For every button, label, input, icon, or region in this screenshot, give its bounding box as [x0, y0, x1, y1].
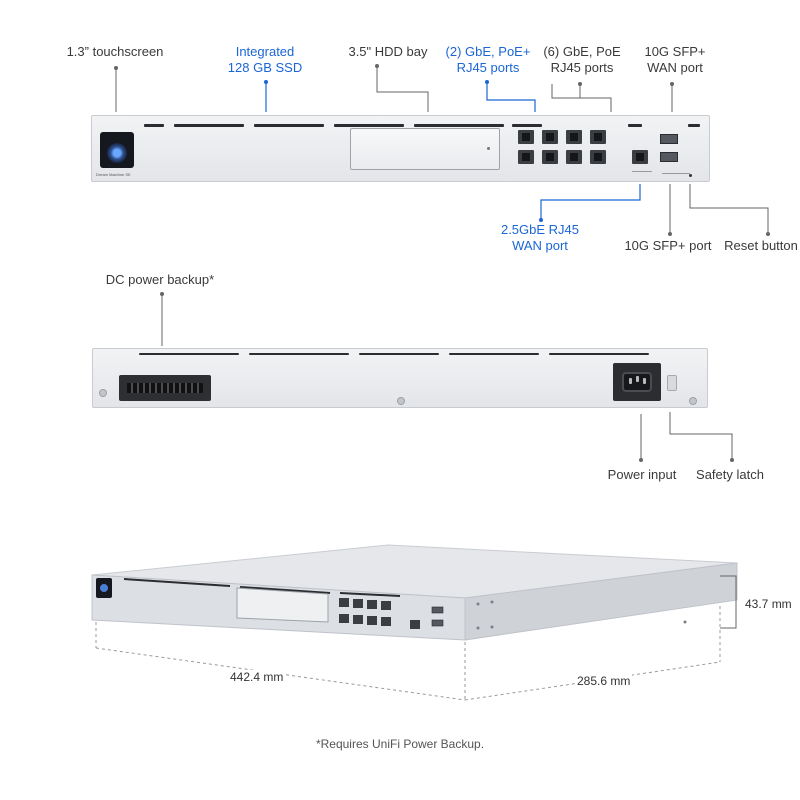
rj45-port: [381, 617, 391, 626]
label-wan-25gbe: 2.5GbE RJ45 WAN port: [500, 222, 580, 253]
label-sfp-wan-port: 10G SFP+ WAN port: [644, 44, 706, 75]
touchscreen-display[interactable]: [100, 132, 134, 168]
dimension-width: 442.4 mm: [228, 670, 286, 684]
power-input-module: [613, 363, 661, 401]
power-pin: [643, 378, 646, 384]
label-safety-latch: Safety latch: [696, 467, 764, 482]
sfp-wan-port: [660, 134, 678, 144]
hdd-bay-door: [236, 587, 329, 623]
power-pin: [636, 376, 639, 382]
front-vent: [334, 124, 404, 127]
rj45-port: [518, 130, 534, 144]
rj45-port: [381, 601, 391, 610]
rear-panel: [92, 348, 708, 408]
reset-button[interactable]: [689, 174, 692, 177]
label-touchscreen: 1.3” touchscreen: [66, 44, 164, 59]
front-vent: [512, 124, 542, 127]
front-vent: [144, 124, 164, 127]
rear-vent: [359, 353, 439, 355]
sfp-port: [660, 152, 678, 162]
sfp-wan-port: [431, 606, 444, 614]
rj45-port: [367, 600, 377, 609]
rear-vent: [139, 353, 239, 355]
device-right-face: [464, 562, 738, 641]
rj45-port: [353, 599, 363, 608]
device-brand-label: Dream Machine SE: [96, 172, 131, 177]
rj45-port: [339, 614, 349, 623]
front-vent: [174, 124, 244, 127]
screen-logo-icon: [100, 584, 108, 592]
wan-25gbe-port: [632, 150, 648, 164]
screw-icon: [397, 397, 405, 405]
safety-latch[interactable]: [667, 375, 677, 391]
rj45-port: [590, 150, 606, 164]
front-vent: [628, 124, 642, 127]
screen-logo-icon: [107, 143, 127, 163]
dimension-height: 43.7 mm: [745, 597, 792, 611]
label-ssd: Integrated 128 GB SSD: [227, 44, 303, 75]
sfp-port: [431, 619, 444, 627]
sfp-port-marker: [662, 173, 690, 174]
footnote: *Requires UniFi Power Backup.: [315, 737, 485, 751]
wan-25gbe-port: [410, 620, 420, 629]
label-dc-power-backup: DC power backup*: [105, 272, 215, 287]
front-vent: [688, 124, 700, 127]
label-hdd-bay: 3.5" HDD bay: [348, 44, 428, 59]
rj45-port: [367, 616, 377, 625]
front-vent: [254, 124, 324, 127]
dc-connector-pins: [127, 383, 203, 393]
dimension-depth: 285.6 mm: [575, 674, 633, 688]
dc-power-connector: [119, 375, 211, 401]
rj45-port: [353, 615, 363, 624]
power-pin: [629, 378, 632, 384]
label-reset-button: Reset button: [724, 238, 798, 253]
screw-icon: [99, 389, 107, 397]
rj45-port: [590, 130, 606, 144]
rj45-port: [339, 598, 349, 607]
label-gbe-ports: (6) GbE, PoE RJ45 ports: [543, 44, 621, 75]
rj45-port: [566, 150, 582, 164]
wan-port-marker: [632, 171, 652, 172]
power-socket: [622, 372, 652, 392]
rear-vent: [449, 353, 539, 355]
label-poe-ports: (2) GbE, PoE+ RJ45 ports: [445, 44, 531, 75]
rj45-port: [518, 150, 534, 164]
rear-vent: [249, 353, 349, 355]
rear-vent: [549, 353, 649, 355]
rj45-port: [542, 150, 558, 164]
rj45-port: [542, 130, 558, 144]
label-sfp-port: 10G SFP+ port: [624, 238, 712, 253]
screw-icon: [689, 397, 697, 405]
rj45-port: [566, 130, 582, 144]
hdd-bay-release-icon: [487, 147, 490, 150]
label-power-input: Power input: [607, 467, 677, 482]
front-vent: [414, 124, 504, 127]
front-panel: Dream Machine SE: [91, 115, 710, 182]
hdd-bay-door[interactable]: [350, 128, 500, 170]
